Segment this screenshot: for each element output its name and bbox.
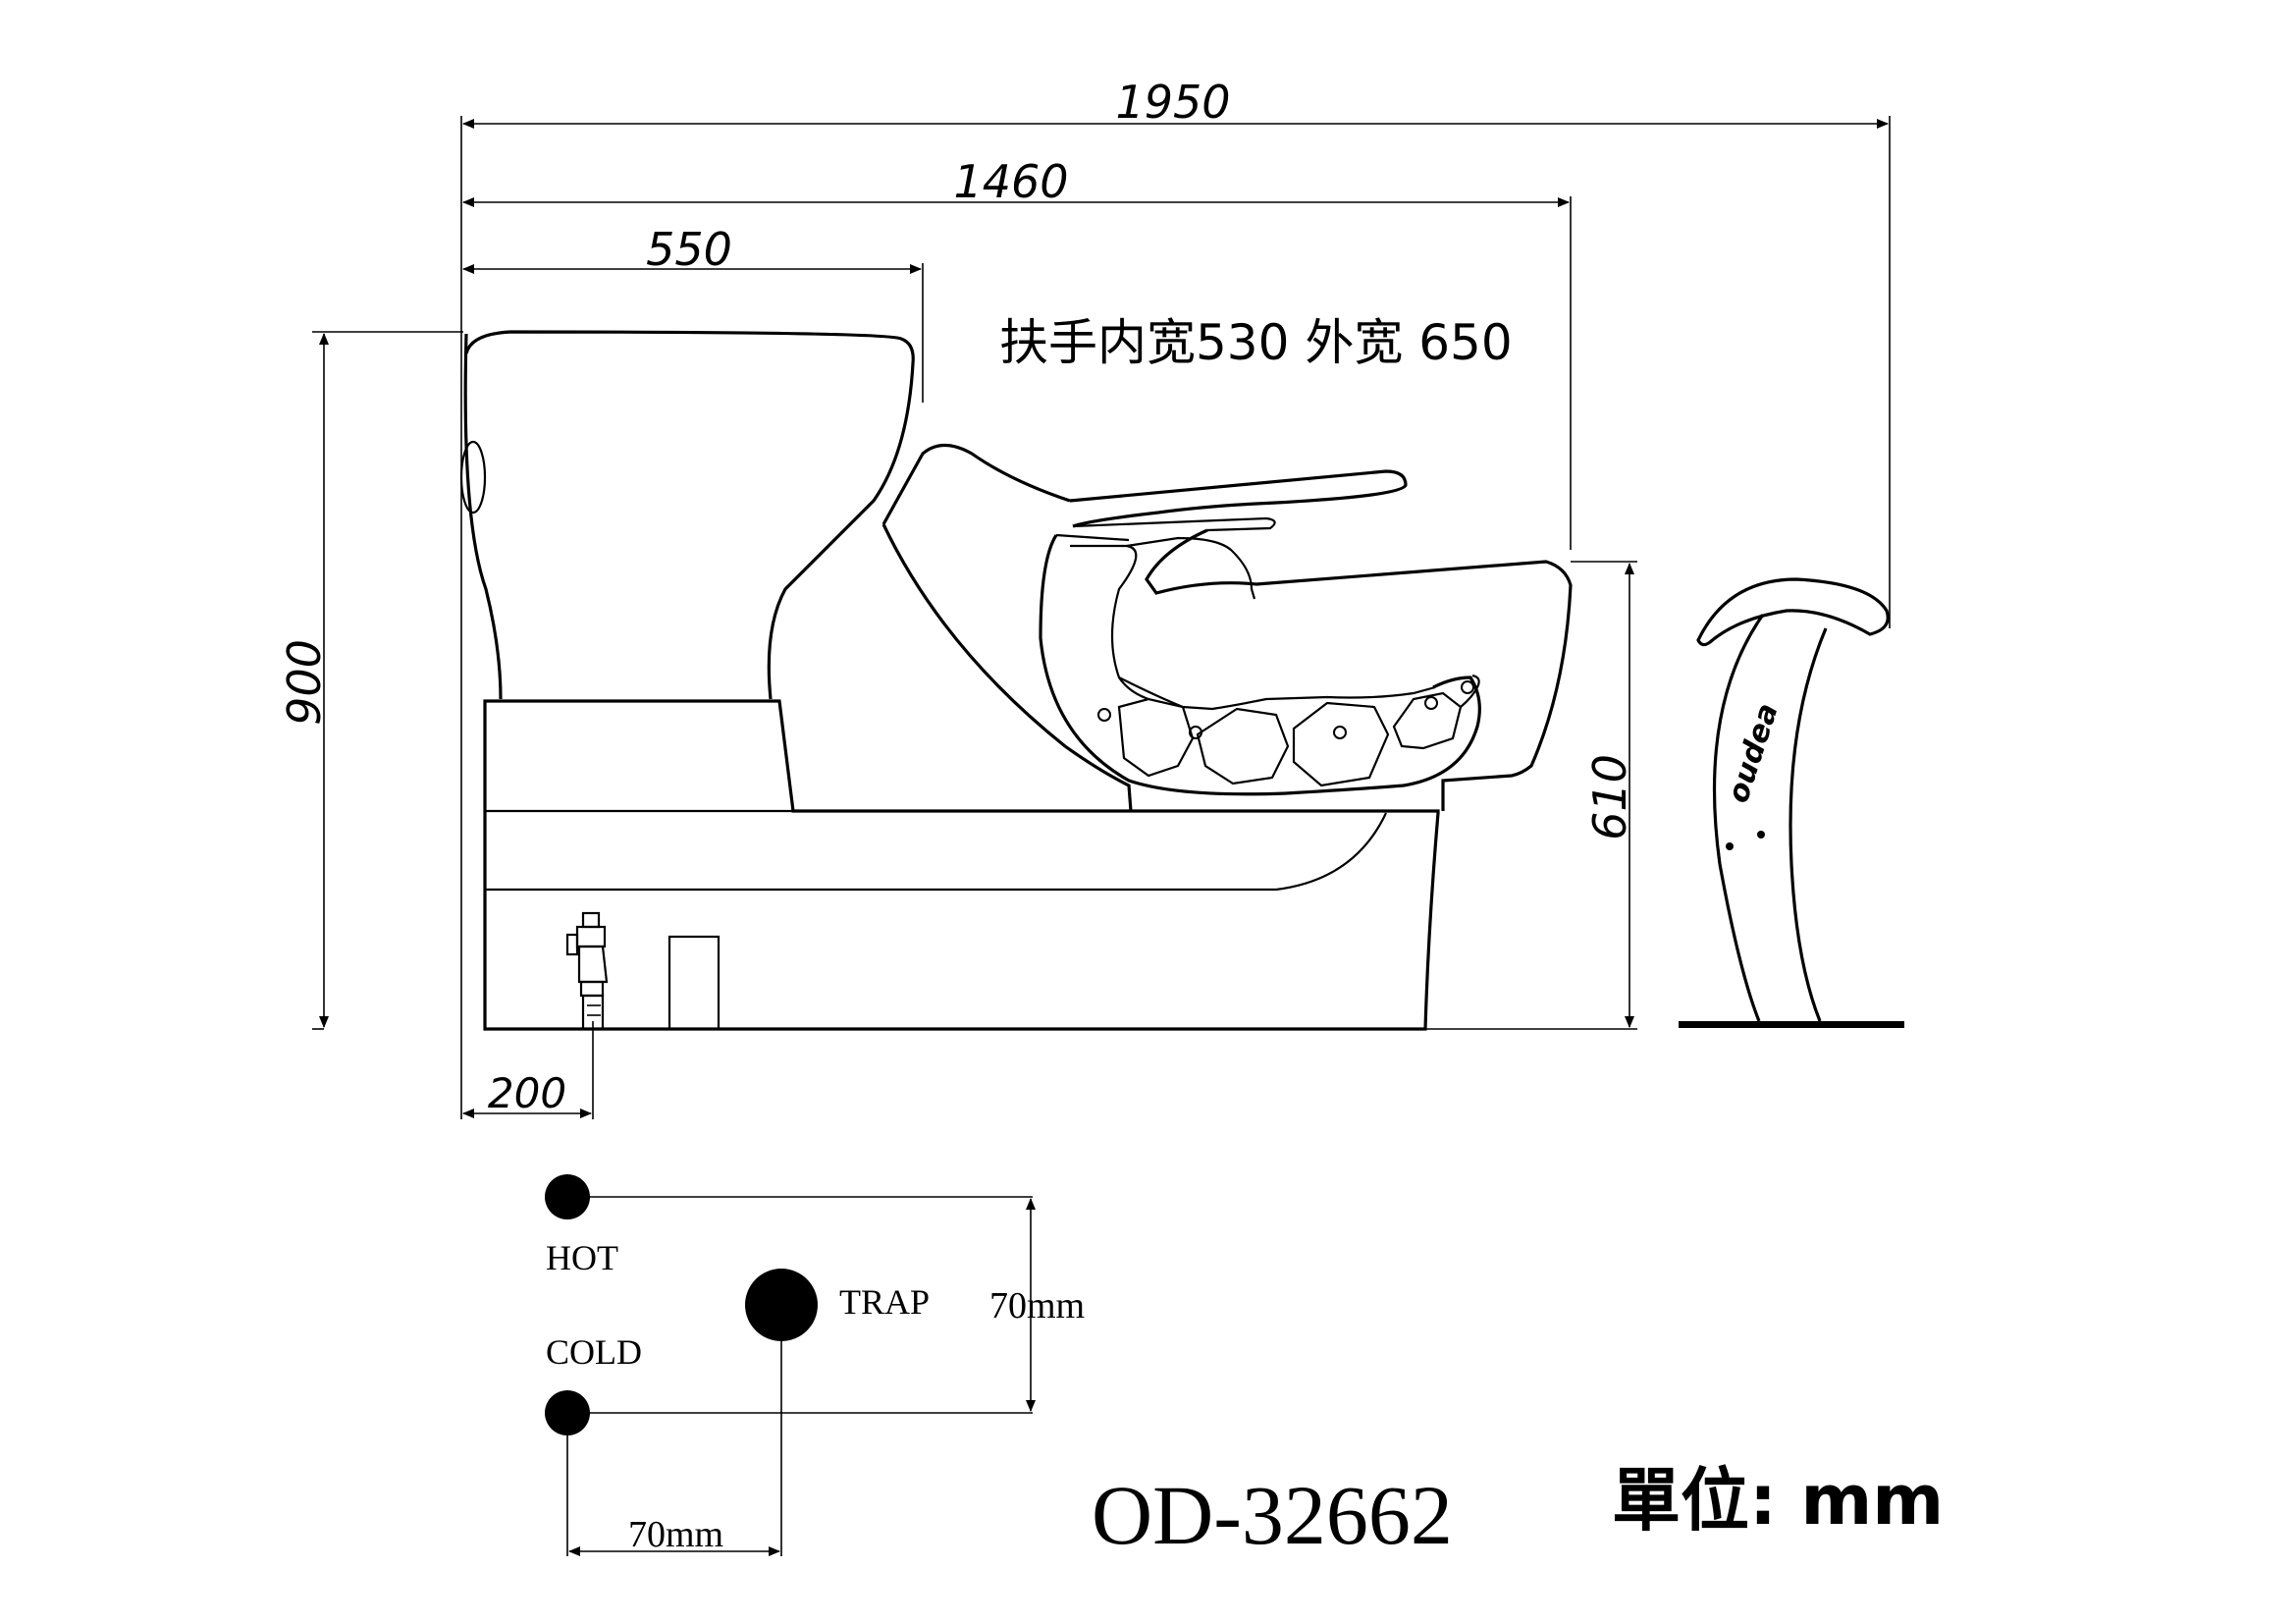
pad-rivet — [1189, 726, 1202, 739]
hot-label: HOT — [546, 1238, 618, 1277]
trap-drain — [745, 1269, 818, 1341]
dim-label-900: 900 — [278, 639, 331, 726]
pad-rivet — [1424, 696, 1438, 710]
unit-label: 單位: mm — [1612, 1460, 1944, 1541]
dim-label-550: 550 — [646, 223, 732, 276]
neck-rest-ellipse — [459, 440, 487, 514]
spacing-label-vertical: 70mm — [989, 1285, 1085, 1326]
dimension-lines: 1950 1460 550 900 610 200 — [278, 76, 1891, 1119]
footrest: oudea — [1679, 577, 1904, 1028]
seat-cushion — [1039, 534, 1481, 796]
dim-label-610: 610 — [1583, 754, 1636, 840]
seat-pad-2 — [1196, 707, 1290, 785]
footrest-base-plate — [1679, 1021, 1904, 1028]
spacing-label-horizontal: 70mm — [628, 1514, 723, 1555]
hot-water-inlet — [545, 1174, 590, 1219]
model-number: OD-32662 — [1092, 1468, 1453, 1562]
seat-pad-4 — [1392, 691, 1463, 750]
armrest-side — [1145, 528, 1573, 811]
footrest-screw — [1757, 831, 1765, 839]
footrest-brand-logo: oudea — [1721, 699, 1785, 807]
dim-label-200: 200 — [488, 1069, 566, 1117]
chair-base — [483, 699, 1440, 1031]
plumbing-layout: HOT COLD TRAP 70mm 70mm — [545, 1174, 1085, 1556]
pad-rivet — [1097, 708, 1111, 722]
drain-box — [667, 935, 721, 1031]
pad-rivet — [1333, 726, 1347, 739]
trap-label: TRAP — [839, 1282, 930, 1322]
basin-bowl — [463, 330, 915, 700]
cold-water-inlet — [545, 1390, 590, 1435]
dim-label-1460: 1460 — [953, 155, 1068, 208]
shampoo-chair — [459, 330, 1573, 1031]
footrest-screw — [1726, 842, 1734, 850]
armrest-width-note: 扶手内宽530 外宽 650 — [999, 314, 1513, 371]
seat-pad-1 — [1117, 697, 1195, 778]
footrest-stem — [1712, 614, 1828, 1022]
valve-fitting — [565, 911, 609, 1031]
cold-label: COLD — [546, 1332, 642, 1372]
pad-rivet — [1461, 680, 1474, 694]
footrest-top — [1696, 577, 1890, 647]
seat-pad-3 — [1292, 701, 1390, 787]
seat-back-shell — [881, 443, 1133, 812]
armrest-top — [1069, 469, 1408, 528]
dim-label-1950: 1950 — [1115, 76, 1230, 129]
